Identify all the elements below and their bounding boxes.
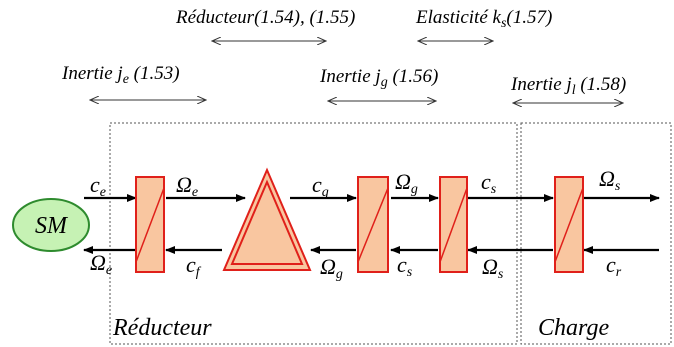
label-omega-e-bot: Ωe xyxy=(90,250,112,278)
label-cs-top: cs xyxy=(481,169,497,197)
inertie-jg-block xyxy=(357,176,389,273)
label-omega-e-top: Ωe xyxy=(176,172,198,200)
sm-source xyxy=(12,198,90,252)
label-cg: cg xyxy=(312,172,329,200)
label-cf: cf xyxy=(186,252,202,280)
reducteur-region-label: Réducteur xyxy=(112,315,212,341)
inertie-je-block xyxy=(135,176,165,273)
charge-region xyxy=(520,122,672,345)
elasticite-label: Elasticité ks(1.57) xyxy=(415,7,552,31)
label-omega-s-bot: Ωs xyxy=(482,254,504,282)
label-cr: cr xyxy=(606,252,622,280)
charge-region-label: Charge xyxy=(538,315,609,341)
inertie-je-label: Inertie je (1.53) xyxy=(61,63,180,87)
label-omega-g-bot: Ωg xyxy=(320,254,343,282)
reducteur-triangle xyxy=(222,167,312,271)
inertie-jg-label: Inertie jg (1.56) xyxy=(319,66,438,90)
reducteur-region xyxy=(109,122,518,345)
label-omega-s-top: Ωs xyxy=(599,166,621,194)
label-cs-bot: cs xyxy=(397,252,413,280)
label-ce: ce xyxy=(90,172,106,200)
inertie-jl-block xyxy=(554,176,584,273)
reducteur-ref-label: Réducteur(1.54), (1.55) xyxy=(175,7,355,28)
label-omega-g-top: Ωg xyxy=(395,169,418,197)
inertie-jl-label: Inertie jl (1.58) xyxy=(510,74,626,98)
sm-label: SM xyxy=(35,213,69,239)
elasticite-block xyxy=(439,176,468,273)
